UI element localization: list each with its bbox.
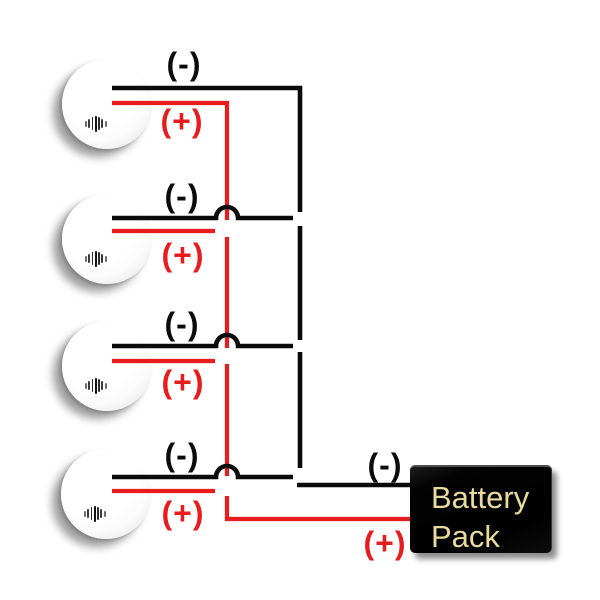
positive-label-battery: (+)	[363, 525, 407, 561]
negative-wire-detector-4	[112, 463, 293, 480]
negative-wire-detector-3	[112, 332, 293, 349]
speaker-grille-icon	[85, 377, 107, 394]
smoke-detector-4	[61, 449, 151, 539]
positive-label-detector-1: (+)	[160, 103, 204, 139]
negative-wire-detector-2	[112, 204, 293, 221]
speaker-grille-icon	[85, 115, 107, 132]
battery-pack-label-line2: Pack	[431, 519, 500, 554]
negative-label-detector-1: (-)	[166, 46, 202, 82]
speaker-grille-icon	[85, 250, 107, 267]
negative-label-detector-2: (-)	[164, 178, 200, 214]
smoke-detector-2	[62, 194, 152, 284]
positive-wire-detector-1	[112, 100, 230, 220]
battery-pack: Battery Pack	[410, 465, 552, 554]
positive-label-detector-2: (+)	[161, 237, 205, 273]
positive-label-detector-4: (+)	[161, 495, 205, 531]
smoke-detector-3	[62, 321, 152, 411]
negative-wire-group	[112, 85, 412, 488]
positive-wire-to-battery	[224, 496, 412, 522]
positive-wire-group	[112, 100, 412, 522]
speaker-grille-icon	[84, 505, 106, 522]
negative-label-detector-4: (-)	[164, 437, 200, 473]
battery-pack-label-line1: Battery	[431, 480, 530, 515]
negative-wire-detector-1	[112, 85, 303, 212]
positive-label-detector-3: (+)	[161, 364, 205, 400]
negative-label-battery: (-)	[367, 447, 403, 483]
negative-label-detector-3: (-)	[164, 306, 200, 342]
